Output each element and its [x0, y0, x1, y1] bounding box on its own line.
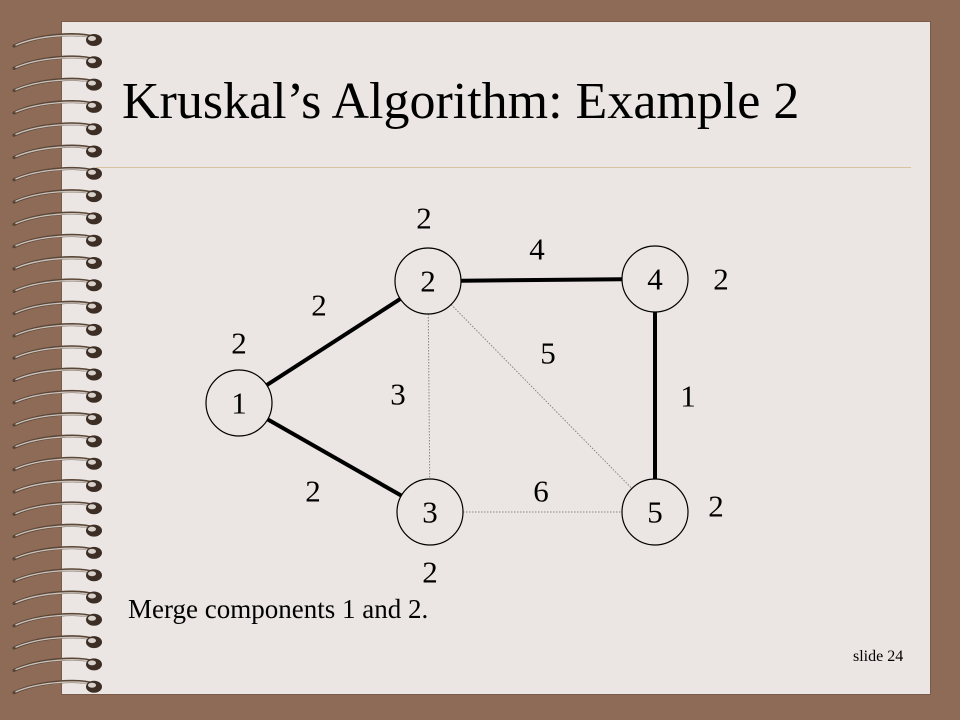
spiral-ring [12, 345, 102, 360]
spiral-ring [12, 100, 102, 115]
spiral-ring [12, 55, 102, 70]
spiral-ring [12, 546, 102, 561]
node-circle-4 [621, 245, 689, 313]
spiral-ring [12, 501, 102, 516]
spiral-ring [12, 657, 102, 672]
spiral-ring [12, 189, 102, 204]
spiral-ring [12, 434, 102, 449]
node-3: 32 [396, 478, 464, 590]
slide-paper [62, 22, 930, 694]
node-1: 12 [205, 326, 273, 437]
edge-2-5 [450, 304, 633, 489]
component-size-4: 2 [713, 262, 729, 297]
spiral-ring [12, 412, 102, 427]
spiral-ring [12, 456, 102, 472]
spiral-ring [12, 77, 102, 93]
spiral-ring [12, 144, 102, 160]
node-circle-1 [205, 369, 273, 437]
slide-title: Kruskal’s Algorithm: Example 2 [122, 73, 800, 130]
spiral-binding [12, 33, 102, 695]
edge-2-3 [427, 313, 431, 480]
component-size-3: 2 [422, 555, 438, 590]
edge-weight-2-4: 4 [529, 232, 545, 267]
component-size-1: 2 [231, 326, 247, 361]
node-label-5: 5 [647, 495, 663, 530]
spiral-ring [12, 590, 102, 606]
component-size-2: 2 [416, 201, 432, 236]
node-label-1: 1 [231, 386, 247, 421]
spiral-ring [12, 635, 102, 650]
edge-layer [265, 277, 657, 513]
spiral-ring [12, 122, 102, 137]
edge-weight-1-2: 2 [311, 288, 327, 323]
spiral-ring [12, 323, 102, 338]
node-circle-3 [396, 478, 464, 546]
spiral-ring [12, 679, 102, 695]
spiral-ring [12, 479, 102, 494]
edge-1-3 [266, 417, 403, 498]
slide-caption: Merge components 1 and 2. [128, 594, 429, 624]
edge-weight-3-5: 6 [533, 474, 549, 509]
spiral-ring [12, 233, 102, 249]
edge-weight-2-3: 3 [390, 377, 406, 412]
spiral-ring [12, 211, 102, 226]
spiral-ring [12, 568, 102, 583]
node-label-3: 3 [422, 495, 438, 530]
spiral-ring [12, 166, 102, 182]
spiral-ring [12, 612, 102, 628]
node-label-2: 2 [420, 264, 436, 299]
spiral-ring [12, 33, 102, 48]
spiral-ring [12, 300, 102, 316]
spiral-ring [12, 256, 102, 271]
node-circle-2 [394, 247, 462, 315]
edge-weight-4-5: 1 [680, 379, 696, 414]
slide-number: slide 24 [853, 648, 904, 665]
spiral-ring [12, 278, 102, 293]
edge-weight-1-3: 2 [305, 474, 321, 509]
spiral-ring [12, 523, 102, 539]
node-circle-5 [621, 478, 689, 546]
edge-weight-2-5: 5 [540, 336, 556, 371]
edge-label-layer: 2 2 4 1 3 5 6 [305, 232, 696, 509]
node-2: 22 [394, 201, 462, 315]
edge-1-2 [265, 297, 402, 387]
component-size-5: 2 [708, 489, 724, 524]
edge-2-4 [460, 277, 623, 283]
spiral-ring [12, 367, 102, 383]
title-divider [96, 167, 911, 168]
spiral-ring [12, 389, 102, 405]
node-label-4: 4 [647, 262, 663, 297]
